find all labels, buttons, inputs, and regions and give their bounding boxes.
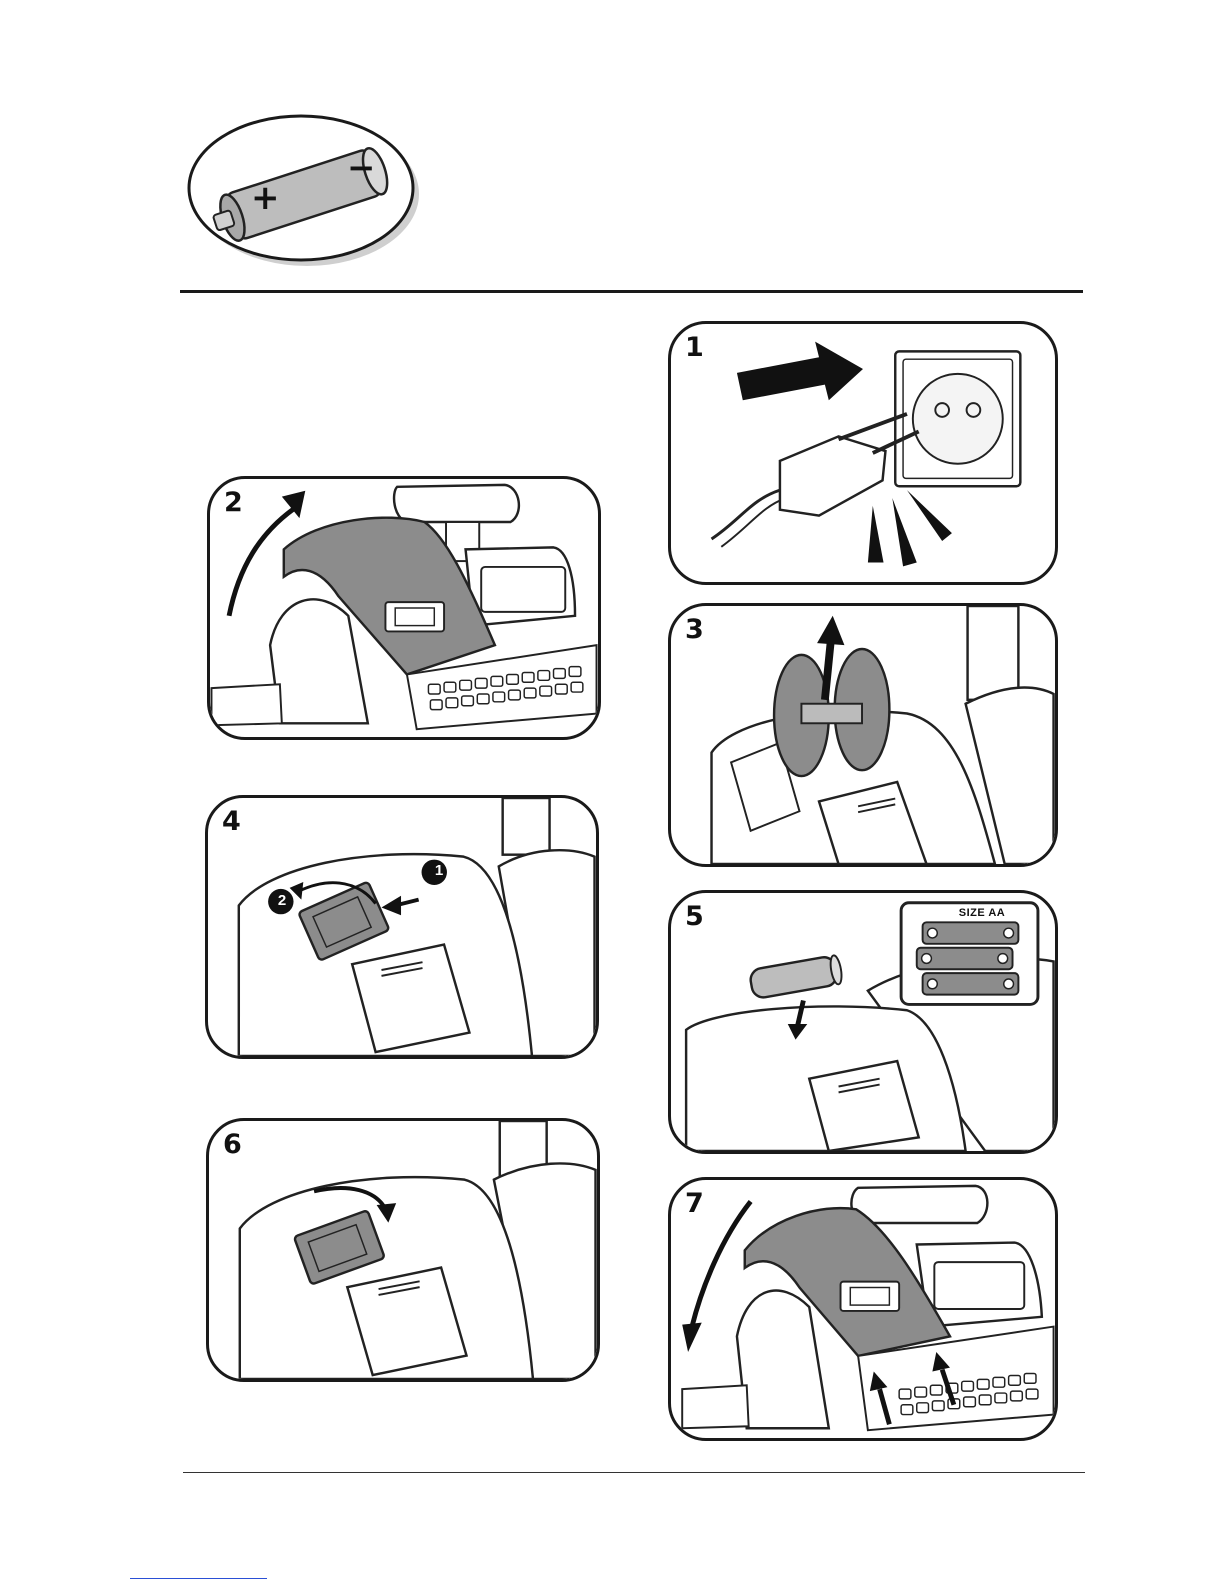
step-3-number: 3 bbox=[685, 616, 704, 643]
step-1-number: 1 bbox=[685, 334, 704, 361]
step-6-panel: 6 bbox=[206, 1118, 600, 1382]
step-5-panel: SIZE AA 5 bbox=[668, 890, 1058, 1154]
step-2-panel: 2 bbox=[207, 476, 601, 740]
step-4-callout-2: 2 bbox=[275, 892, 289, 909]
step-4-callout-1: 1 bbox=[432, 862, 446, 879]
footer-link-underline bbox=[130, 1578, 267, 1579]
battery-minus-sign: − bbox=[347, 148, 376, 188]
step-4-number: 4 bbox=[222, 808, 241, 835]
remove-paper-roll-illustration bbox=[671, 606, 1055, 864]
step-6-number: 6 bbox=[223, 1131, 242, 1158]
step-1-panel: 1 bbox=[668, 321, 1058, 585]
unplug-illustration bbox=[671, 324, 1055, 582]
close-cover-illustration bbox=[671, 1180, 1055, 1438]
battery-icon: + − bbox=[187, 110, 423, 270]
step-7-number: 7 bbox=[685, 1190, 704, 1217]
step-5-number: 5 bbox=[685, 903, 704, 930]
step-3-panel: 3 bbox=[668, 603, 1058, 867]
step-7-panel: 7 bbox=[668, 1177, 1058, 1441]
footer-rule bbox=[183, 1472, 1085, 1473]
open-cover-illustration bbox=[210, 479, 598, 737]
insert-battery-illustration bbox=[671, 893, 1055, 1151]
step-4-panel: 1 2 4 bbox=[205, 795, 599, 1059]
battery-holder-label: SIZE AA bbox=[947, 907, 1017, 919]
secure-battery-illustration bbox=[209, 1121, 597, 1379]
battery-plus-sign: + bbox=[251, 178, 280, 218]
step-2-number: 2 bbox=[224, 489, 243, 516]
remove-battery-illustration bbox=[208, 798, 596, 1056]
header-rule bbox=[180, 290, 1083, 293]
